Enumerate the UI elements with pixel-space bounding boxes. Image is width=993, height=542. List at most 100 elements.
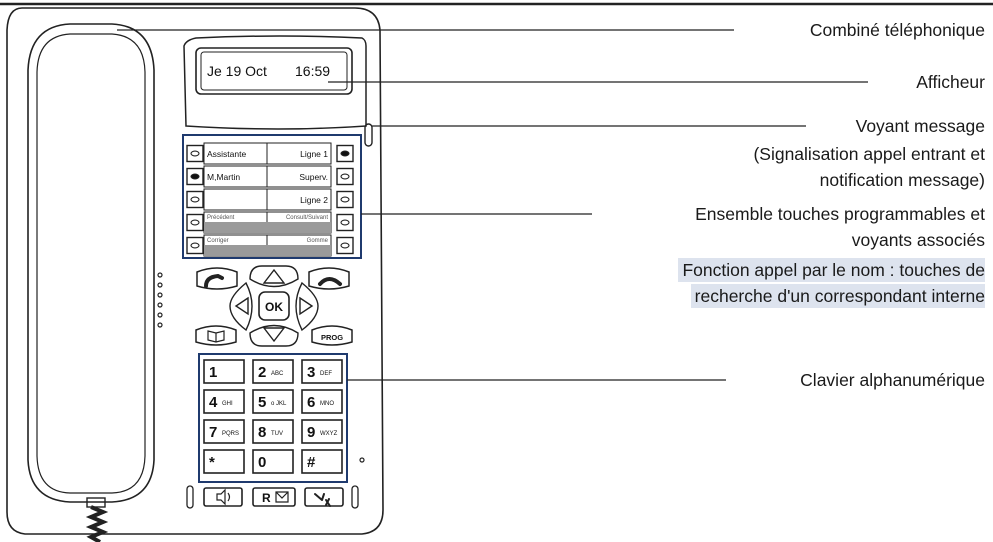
keypad-key[interactable] <box>252 419 294 444</box>
softkey-right-label: Consult/Suivant <box>286 215 328 221</box>
redial-mail-button[interactable] <box>252 487 296 507</box>
softkey-right-button[interactable] <box>336 167 354 186</box>
callout-programmable-keys-2: voyants associés <box>851 230 985 250</box>
message-lamp <box>364 123 373 147</box>
softkey-right-label: Superv. <box>299 172 328 182</box>
keypad-key-digit: 1 <box>209 364 217 381</box>
softkey-left-button[interactable] <box>186 213 204 232</box>
keypad-key[interactable] <box>252 449 294 474</box>
speaker-icon <box>216 488 231 506</box>
nav-up-button[interactable] <box>249 265 299 288</box>
on-hook-icon <box>318 277 342 286</box>
right-side-slot <box>351 485 359 509</box>
ok-button[interactable] <box>258 291 290 321</box>
keypad-key[interactable] <box>301 389 343 414</box>
directory-button[interactable] <box>195 325 237 346</box>
keypad-key[interactable] <box>301 359 343 384</box>
nav-left-button[interactable] <box>229 281 253 332</box>
bottom-keys: R <box>186 485 359 509</box>
keypad-key[interactable] <box>252 389 294 414</box>
keypad-key-digit: 8 <box>258 424 266 441</box>
keypad-key[interactable] <box>301 449 343 474</box>
redial-label: R <box>262 491 271 505</box>
programmable-keys-frame <box>182 134 362 259</box>
keypad-key-digit: 5 <box>258 394 266 411</box>
prog-label: PROG <box>321 333 343 342</box>
directory-icon <box>207 330 225 343</box>
mail-icon <box>275 491 289 503</box>
softkey-right-button[interactable] <box>336 190 354 209</box>
transfer-button[interactable] <box>304 487 344 507</box>
callout-handset: Combiné téléphonique <box>809 20 985 40</box>
softkey-left-led <box>190 173 200 180</box>
ok-label: OK <box>265 300 283 314</box>
handset <box>27 23 155 503</box>
softkey-right-led <box>340 150 350 157</box>
display-screen <box>200 51 348 91</box>
softkey-left-label: Précédent <box>207 215 235 221</box>
on-hook-button[interactable] <box>308 267 350 290</box>
softkey-right-led <box>340 196 350 203</box>
navigation-keys: OK PROG <box>195 265 353 347</box>
keypad-key[interactable] <box>301 419 343 444</box>
nav-up-icon <box>262 268 286 284</box>
softkey-left-led <box>190 196 200 203</box>
softkey-left-label: Corriger <box>207 238 229 244</box>
softkey-left-button[interactable] <box>186 144 204 163</box>
softkey-left-led <box>190 219 200 226</box>
softkey-gray-band <box>204 222 331 233</box>
prog-button[interactable] <box>311 325 353 346</box>
softkey-right-label: Ligne 2 <box>300 195 328 205</box>
softkey-right-button[interactable] <box>336 144 354 163</box>
display-date: Je 19 Oct <box>207 63 267 79</box>
callout-keypad: Clavier alphanumérique <box>800 370 985 390</box>
keypad-key[interactable] <box>203 449 245 474</box>
nav-right-button[interactable] <box>295 281 319 332</box>
off-hook-icon <box>204 273 224 288</box>
softkey-right-label: Ligne 1 <box>300 149 328 159</box>
keypad-key-digit: 9 <box>307 424 315 441</box>
keypad-key-digit: 2 <box>258 364 266 381</box>
softkey-right-button[interactable] <box>336 213 354 232</box>
softkey-left-led <box>190 242 200 249</box>
softkey-right-button[interactable] <box>336 236 354 255</box>
keypad-key[interactable] <box>203 359 245 384</box>
keypad-key-digit: * <box>209 454 215 471</box>
callout-programmable-keys-1: Ensemble touches programmables et <box>695 204 985 224</box>
callout-name-dialing-2: recherche d'un correspondant interne <box>690 284 985 308</box>
display-time: 16:59 <box>295 63 330 79</box>
callout-message-lamp-2: (Signalisation appel entrant et <box>753 144 985 164</box>
keypad-key[interactable] <box>203 389 245 414</box>
nav-left-icon <box>234 296 249 316</box>
keypad-key-digit: 6 <box>307 394 315 411</box>
keypad-key[interactable] <box>252 359 294 384</box>
keypad-key-letters: MNO <box>320 401 334 407</box>
softkey-left-button[interactable] <box>186 167 204 186</box>
nav-right-icon <box>299 296 314 316</box>
keypad-key[interactable] <box>203 419 245 444</box>
callout-message-lamp-3: notification message) <box>819 170 985 190</box>
nav-down-icon <box>262 327 286 343</box>
keypad-key-digit: 0 <box>258 454 266 471</box>
display-screen-frame <box>195 47 353 95</box>
side-dots <box>157 272 163 328</box>
callout-message-lamp-1: Voyant message <box>855 116 985 136</box>
softkey-left-button[interactable] <box>186 236 204 255</box>
nav-down-button[interactable] <box>249 324 299 347</box>
softkey-right-label: Gomme <box>307 238 329 244</box>
keypad-key-digit: # <box>307 454 316 471</box>
left-side-slot <box>186 485 194 509</box>
softkey-right-cell <box>266 142 332 165</box>
softkey-left-button[interactable] <box>186 190 204 209</box>
keypad-key-digit: 4 <box>209 394 218 411</box>
keypad-key-digit: 7 <box>209 424 217 441</box>
softkey-right-led <box>340 242 350 249</box>
softkey-right-led <box>340 173 350 180</box>
speaker-button[interactable] <box>203 487 243 507</box>
keypad-key-letters: o JKL <box>271 401 287 407</box>
callout-display: Afficheur <box>916 72 985 92</box>
softkey-left-cell <box>203 188 268 211</box>
softkey-right-led <box>340 219 350 226</box>
off-hook-button[interactable] <box>196 267 238 290</box>
